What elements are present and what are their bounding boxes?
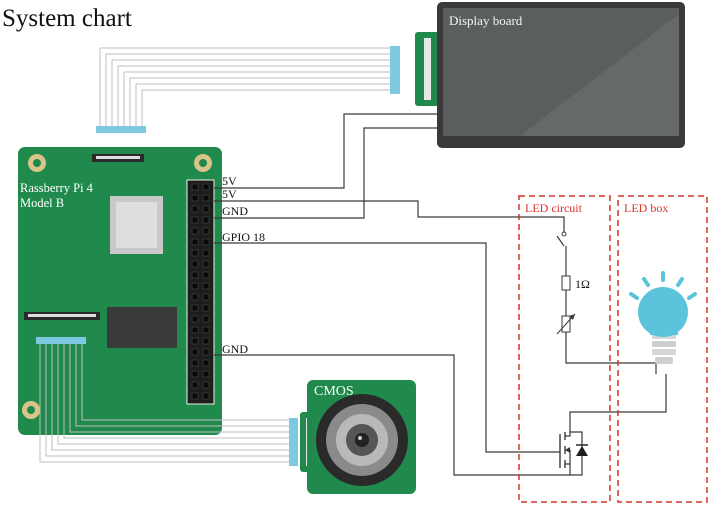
wires [214,113,667,476]
resistor-value-label: 1Ω [575,277,590,291]
gpio-pin [202,194,210,202]
gpio-pin [202,326,210,334]
display-board: Display board [415,2,685,148]
pin-label-5v-2: 5V [222,187,237,201]
led-box-label: LED box [624,201,668,215]
gpio-pin [202,271,210,279]
resistor-symbol [561,275,571,291]
gpio-pin [202,238,210,246]
gpio-pin [191,194,199,202]
mosfet-symbol [559,431,588,476]
gpio-pin [202,370,210,378]
camera-ribbon-cable [36,337,298,466]
diagram-title: System chart [2,5,132,32]
gpio-pin [202,227,210,235]
gpio-pin [202,304,210,312]
gpio-pin [191,337,199,345]
gpio-pin [202,249,210,257]
gpio-pin [191,216,199,224]
gpio-pin [202,392,210,400]
raspberry-pi-board: Rassberry Pi 4 Model B [18,147,222,435]
gpio-pin [191,183,199,191]
led-circuit-box [518,195,611,503]
gpio-pin [191,381,199,389]
cmos-label: CMOS [314,384,354,399]
gpio-pin [191,359,199,367]
raspberry-pi-label-line2: Model B [20,196,64,210]
gpio-pin [202,359,210,367]
gpio-pin [202,348,210,356]
gpio-header [186,179,215,405]
gpio-pin [191,260,199,268]
gpio-pin [191,227,199,235]
gpio-pin [202,205,210,213]
pin-label-5v-1: 5V [222,174,237,188]
gpio-pin [191,326,199,334]
pin-label-gnd-2: GND [222,342,248,356]
gpio-pin [202,260,210,268]
gpio-pin [191,205,199,213]
gpio-pin [202,293,210,301]
pin-label-gnd-1: GND [222,204,248,218]
pin-label-gpio18: GPIO 18 [222,230,265,244]
gpio-pin [202,315,210,323]
gpio-pin [202,216,210,224]
display-ribbon-cable [96,46,400,133]
display-board-label: Display board [449,13,523,28]
gpio-pin [191,348,199,356]
gpio-pin [191,370,199,378]
gpio-pin [202,282,210,290]
gpio-pin [191,282,199,290]
gpio-pins [191,183,210,400]
led-lamp [629,271,697,364]
cmos-camera: CMOS [300,380,416,494]
gpio-pin [202,337,210,345]
led-circuit-components: 1Ω [556,231,590,476]
gpio-pin [202,183,210,191]
gpio-pin [202,381,210,389]
gpio-pin [191,249,199,257]
switch-symbol [556,235,565,247]
led-box-box [617,195,708,503]
raspberry-pi-label-line1: Rassberry Pi 4 [20,181,94,195]
gpio-pin [191,271,199,279]
led-circuit-label: LED circuit [525,201,583,215]
gpio-pin [191,238,199,246]
gpio-pin [191,293,199,301]
gpio-pin [191,392,199,400]
gpio-pin [191,315,199,323]
gpio-pin [191,304,199,312]
